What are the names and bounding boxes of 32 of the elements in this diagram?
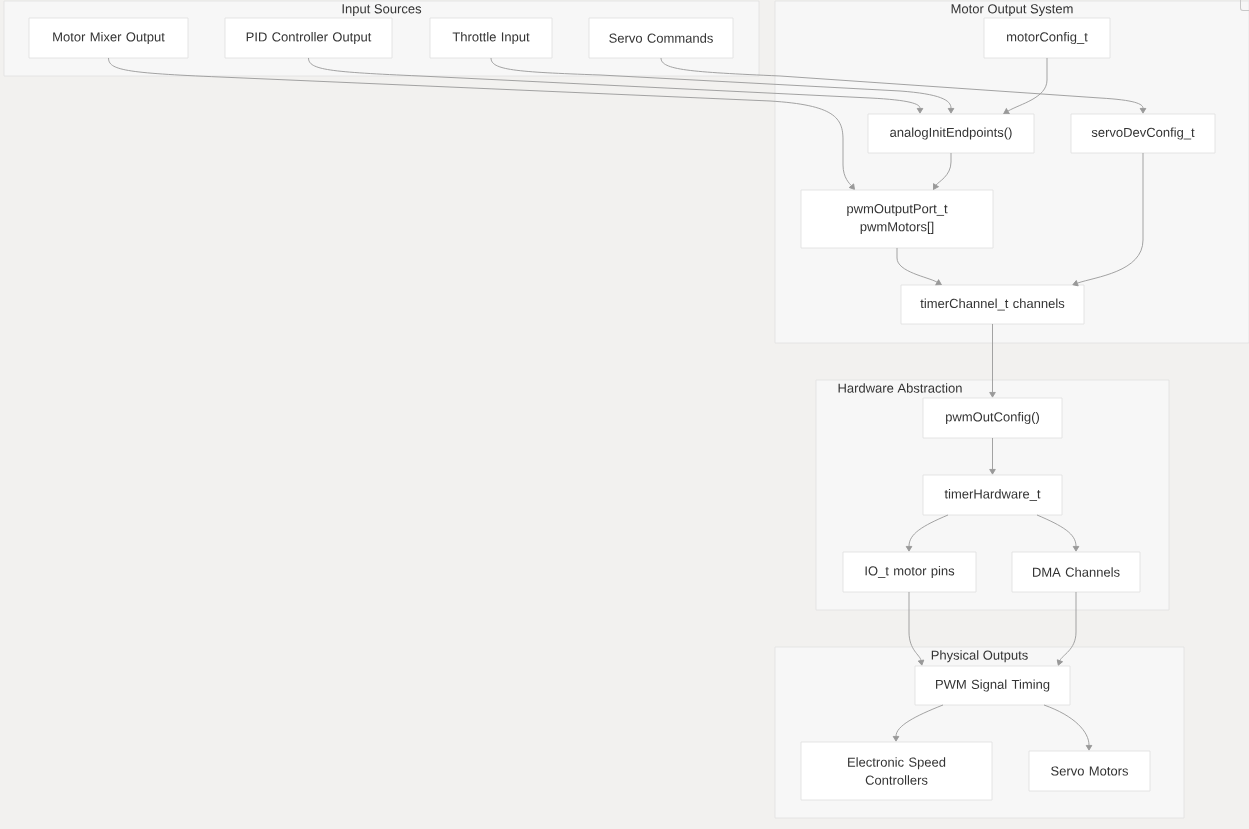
arrow [308, 57, 924, 114]
process-box: Motor Mixer Output [28, 17, 189, 59]
process-box: Electronic Speed Controllers [800, 741, 993, 801]
arrow [1036, 514, 1080, 552]
arrow [1056, 591, 1077, 666]
process-box: pwmOutConfig() [922, 397, 1063, 439]
process-box: PWM Signal Timing [914, 665, 1071, 706]
arrow [892, 704, 944, 742]
process-box: timerHardware_t [922, 474, 1063, 516]
arrow [108, 57, 855, 190]
arrow [933, 152, 952, 190]
process-box: analogInitEndpoints() [867, 113, 1035, 154]
arrow [1043, 704, 1093, 751]
arrow [896, 247, 942, 286]
arrow [989, 437, 996, 475]
arrow [1072, 152, 1144, 287]
process-box: DMA Channels [1011, 551, 1141, 593]
process-box: pwmOutputPort_t pwmMotors[] [800, 189, 994, 249]
process-box: servoDevConfig_t [1070, 113, 1216, 154]
process-box: PID Controller Output [224, 17, 393, 59]
process-box: Servo Motors [1028, 750, 1151, 792]
process-box: Throttle Input [429, 17, 553, 59]
process-box: motorConfig_t [983, 17, 1111, 59]
arrow [490, 57, 955, 114]
arrow [660, 57, 1147, 114]
arrow [905, 514, 949, 552]
process-box: IO_t motor pins [842, 551, 977, 593]
process-box: Servo Commands [588, 17, 734, 59]
process-box: timerChannel_t channels [900, 284, 1085, 325]
arrow [908, 591, 925, 666]
arrow [989, 323, 996, 398]
arrow [1003, 57, 1048, 115]
